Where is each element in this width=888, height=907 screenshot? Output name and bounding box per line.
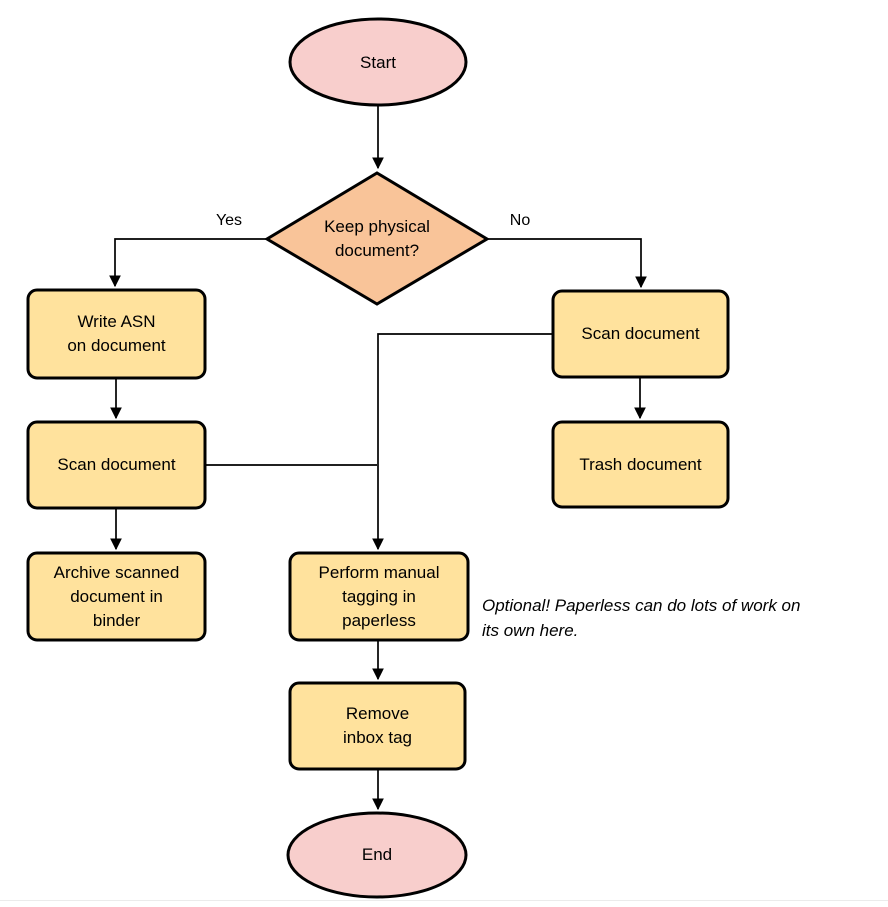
node-scan-right-shape: [551, 289, 730, 379]
edge-scan-right-to-perform-tagging: [372, 333, 553, 551]
node-start-shape: [288, 17, 468, 107]
node-scan-left-shape: [26, 420, 207, 510]
node-remove-inbox-tag-shape: [288, 681, 467, 771]
page-bottom-divider: [0, 900, 888, 901]
edge-decision-yes-to-write-asn: [109, 238, 267, 288]
node-trash-shape: [551, 420, 730, 509]
node-decision-shape: [264, 171, 490, 306]
node-write-asn-shape: [26, 288, 207, 380]
node-perform-tagging-shape: [288, 551, 470, 642]
edge-decision-no-to-scan-right: [487, 238, 647, 289]
node-archive-shape: [26, 551, 207, 642]
node-end-shape: [286, 811, 468, 899]
